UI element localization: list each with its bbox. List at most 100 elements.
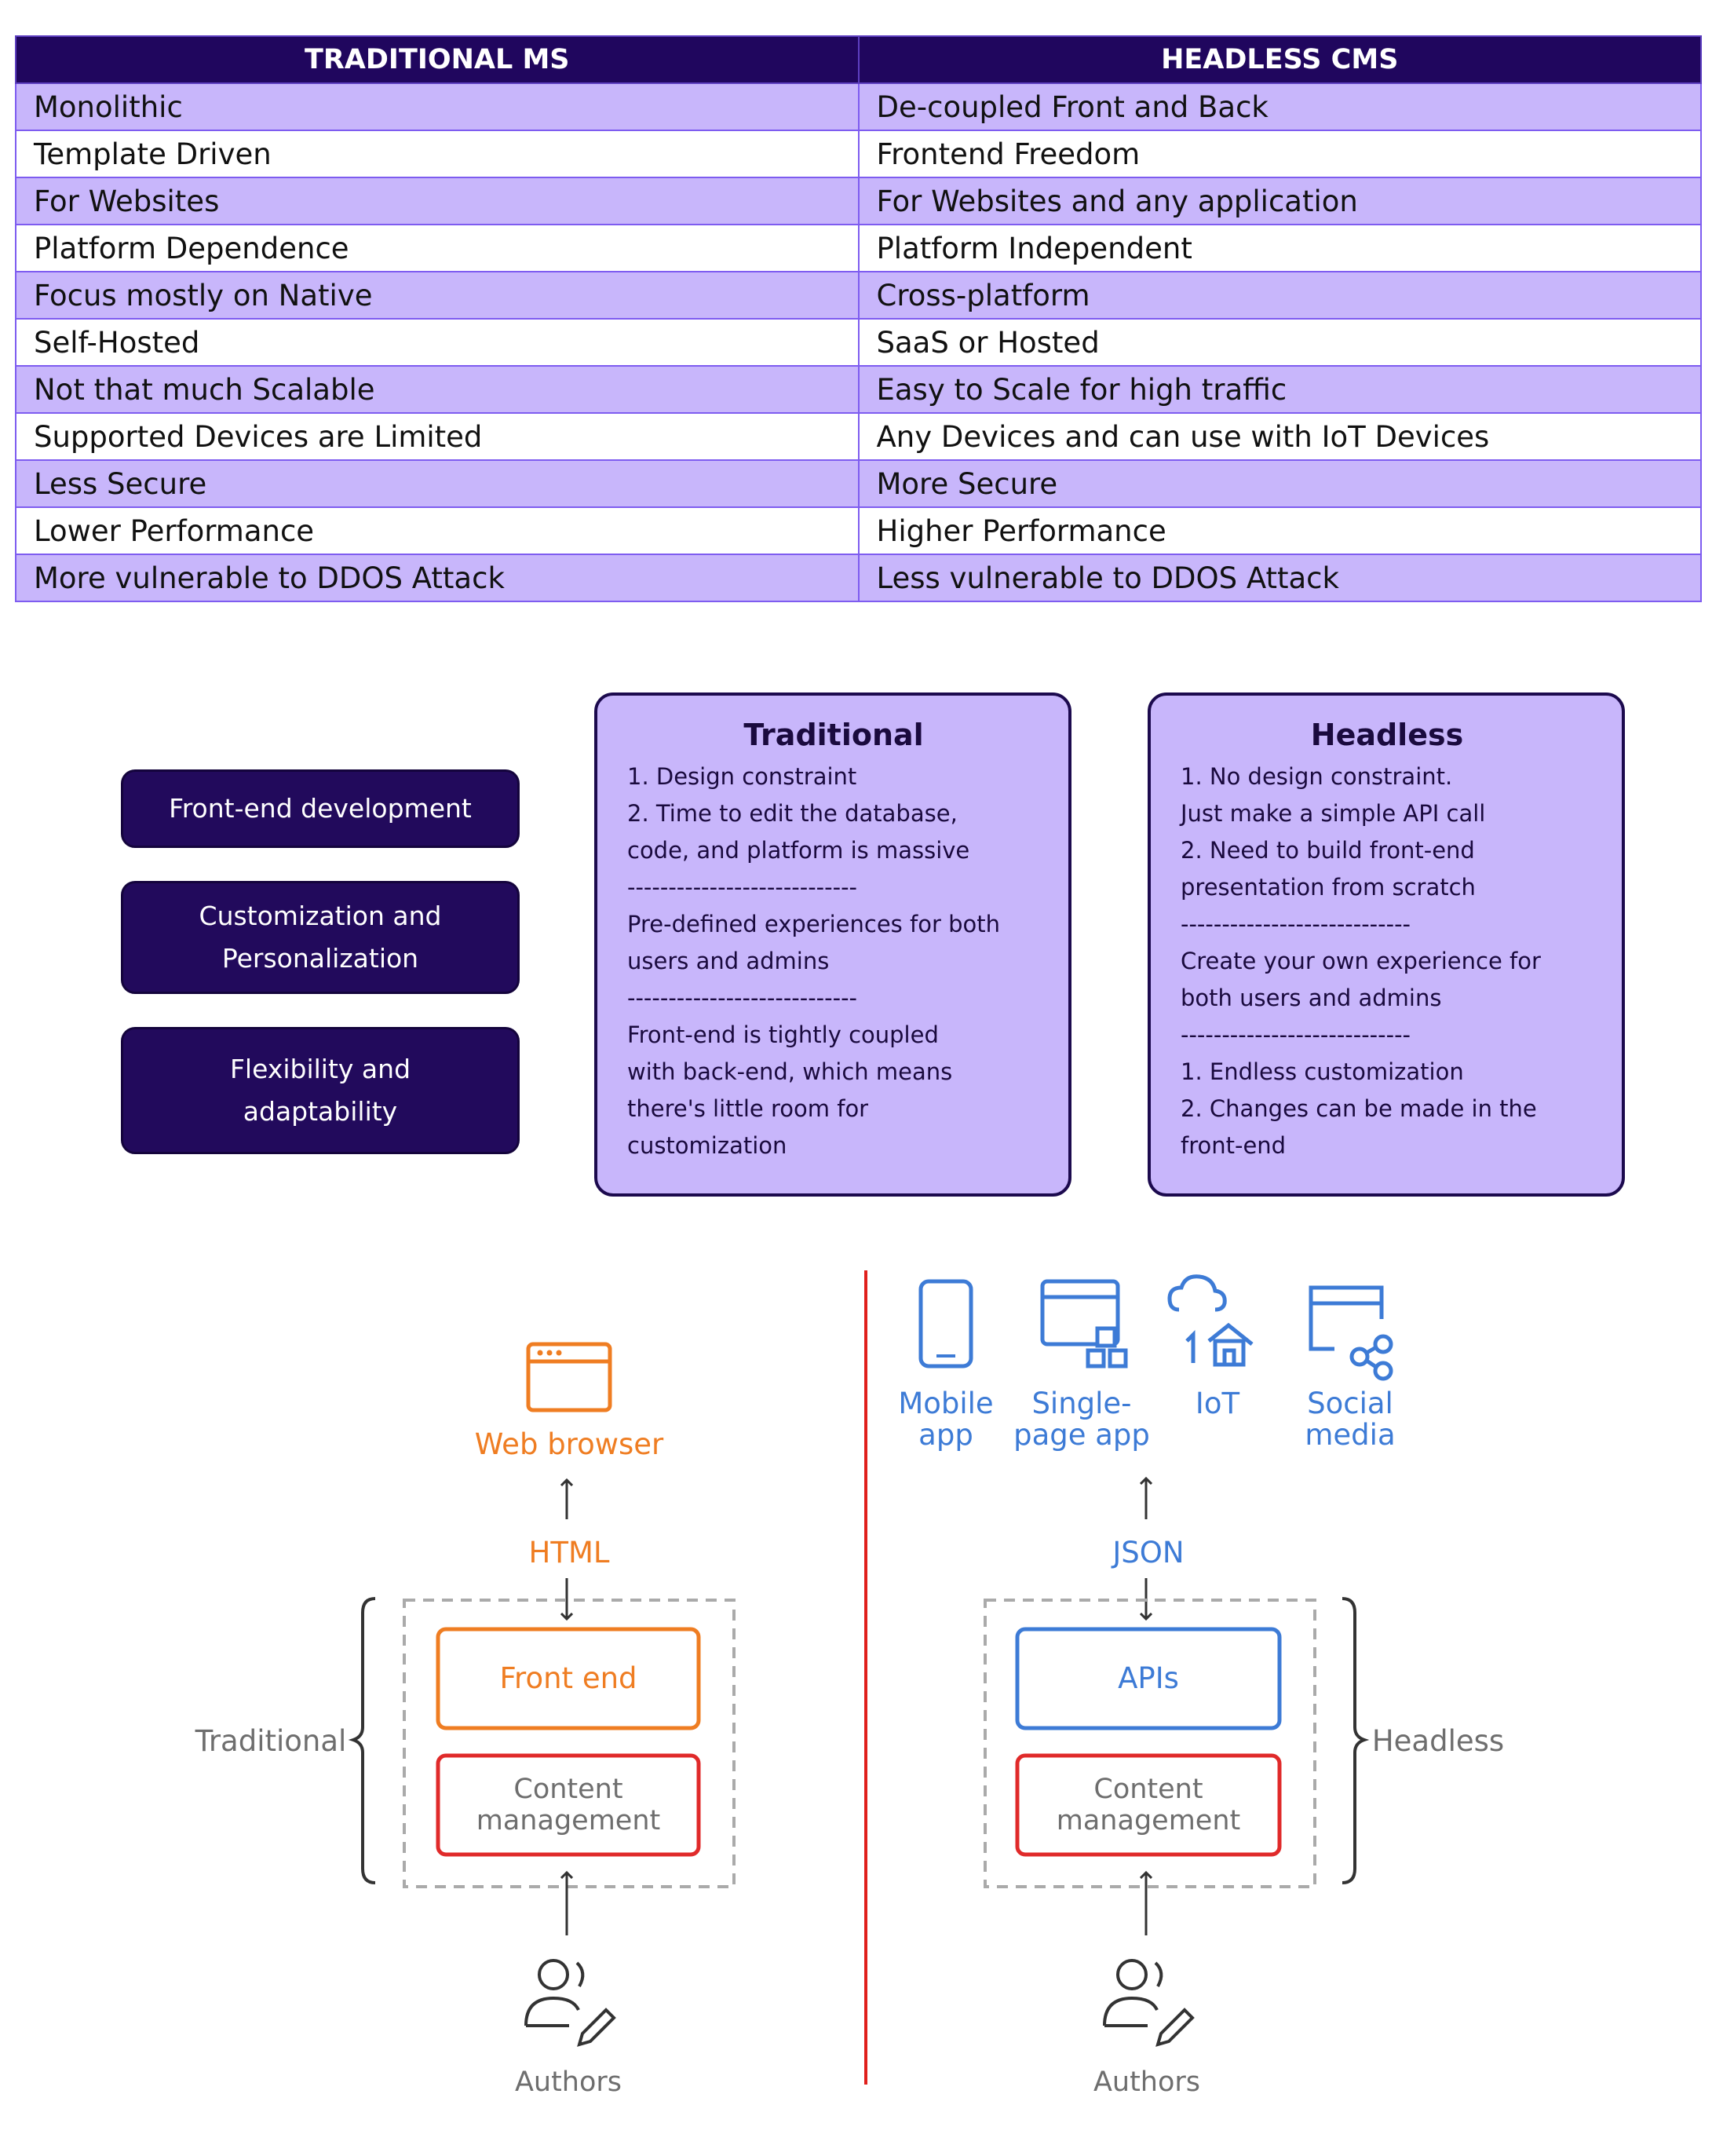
card-title: Traditional bbox=[743, 718, 924, 752]
content-management-label: management bbox=[476, 1805, 660, 1836]
authors-label: Authors bbox=[515, 2066, 622, 2098]
card-line: presentation from scratch bbox=[1181, 874, 1476, 901]
aspect-customization: Customization and Personalization bbox=[121, 881, 520, 994]
aspect-label: Front-end development bbox=[169, 793, 472, 824]
table-cell: For Websites bbox=[15, 177, 860, 225]
card-divider: ---------------------------- bbox=[627, 874, 858, 901]
table-cell: More Secure bbox=[857, 459, 1702, 508]
headless-system-boundary bbox=[984, 1599, 1316, 1888]
table-cell: Easy to Scale for high traffic bbox=[857, 365, 1702, 414]
web-browser-label: Web browser bbox=[475, 1427, 664, 1461]
card-title: Headless bbox=[1310, 718, 1464, 752]
card-line: front-end bbox=[1181, 1132, 1287, 1159]
architecture-diagram: Web browser HTML Front end Content manag… bbox=[195, 1270, 1504, 2098]
card-line: both users and admins bbox=[1181, 985, 1442, 1011]
table-header-row: TRADITIONAL MS HEADLESS CMS bbox=[15, 35, 1702, 84]
card-divider: ---------------------------- bbox=[627, 985, 858, 1011]
channel-label: Social bbox=[1307, 1387, 1393, 1420]
apis-label: APIs bbox=[1118, 1661, 1179, 1695]
social-share-icon bbox=[1309, 1285, 1393, 1381]
card-line: 2. Need to build front-end bbox=[1181, 837, 1475, 864]
table-cell: Less vulnerable to DDOS Attack bbox=[857, 554, 1702, 602]
table-cell: Platform Dependence bbox=[15, 224, 860, 272]
table-cell: For Websites and any application bbox=[857, 177, 1702, 225]
card-line: users and admins bbox=[627, 948, 830, 974]
front-end-box bbox=[436, 1627, 701, 1730]
html-label: HTML bbox=[529, 1536, 610, 1569]
table-cell: Self-Hosted bbox=[15, 318, 860, 367]
traditional-card: Traditional 1. Design constraint 2. Time… bbox=[594, 692, 1071, 1197]
table-cell: Higher Performance bbox=[857, 506, 1702, 555]
authors-label: Authors bbox=[1093, 2066, 1200, 2098]
aspect-label: Flexibility and bbox=[229, 1054, 411, 1084]
content-management-box bbox=[436, 1753, 701, 1857]
card-line: 1. Design constraint bbox=[627, 763, 857, 790]
right-brace bbox=[1342, 1597, 1370, 1884]
authors-icon bbox=[524, 1959, 616, 2047]
traditional-system-boundary bbox=[403, 1599, 736, 1888]
content-management-box bbox=[1015, 1753, 1282, 1857]
card-line: 2. Time to edit the database, bbox=[627, 800, 958, 827]
card-line: Create your own experience for bbox=[1181, 948, 1541, 974]
card-line: Front-end is tightly coupled bbox=[627, 1021, 939, 1048]
aspect-front-end-development: Front-end development bbox=[121, 769, 520, 848]
aspect-label: Personalization bbox=[221, 943, 419, 974]
json-label: JSON bbox=[1111, 1536, 1184, 1569]
column-header-traditional: TRADITIONAL MS bbox=[15, 35, 860, 84]
card-line: 1. No design constraint. bbox=[1181, 763, 1453, 790]
channel-label: Single- bbox=[1031, 1387, 1131, 1420]
authors-icon bbox=[1103, 1959, 1195, 2047]
channel-label: Mobile bbox=[898, 1387, 993, 1420]
card-line: 1. Endless customization bbox=[1181, 1058, 1464, 1085]
table-cell: Monolithic bbox=[15, 82, 860, 131]
card-line: code, and platform is massive bbox=[627, 837, 970, 864]
table-cell: Platform Independent bbox=[857, 224, 1702, 272]
headless-bracket-label: Headless bbox=[1372, 1724, 1504, 1758]
content-management-label: management bbox=[1057, 1805, 1240, 1836]
card-divider: ---------------------------- bbox=[1181, 1021, 1411, 1048]
front-end-label: Front end bbox=[499, 1661, 637, 1695]
table-cell: Supported Devices are Limited bbox=[15, 412, 860, 461]
table-cell: Focus mostly on Native bbox=[15, 271, 860, 320]
mobile-phone-icon bbox=[918, 1279, 973, 1369]
table-cell: Template Driven bbox=[15, 130, 860, 178]
card-divider: ---------------------------- bbox=[1181, 911, 1411, 937]
aspect-flexibility: Flexibility and adaptability bbox=[121, 1027, 520, 1154]
card-line: Just make a simple API call bbox=[1181, 800, 1486, 827]
content-management-label: Content bbox=[513, 1774, 622, 1805]
traditional-bracket-label: Traditional bbox=[195, 1724, 347, 1758]
single-page-app-icon bbox=[1040, 1279, 1128, 1369]
card-line: with back-end, which means bbox=[627, 1058, 953, 1085]
card-line: customization bbox=[627, 1132, 787, 1159]
table-cell: Less Secure bbox=[15, 459, 860, 508]
web-browser-icon bbox=[526, 1342, 612, 1412]
card-line: there's little room for bbox=[627, 1095, 869, 1122]
table-cell: Any Devices and can use with IoT Devices bbox=[857, 412, 1702, 461]
channel-label: app bbox=[918, 1418, 973, 1452]
card-line: Pre-defined experiences for both bbox=[627, 911, 1000, 937]
left-brace bbox=[348, 1597, 376, 1884]
apis-box bbox=[1015, 1627, 1282, 1730]
content-management-label: Content bbox=[1093, 1774, 1203, 1805]
channel-label: media bbox=[1305, 1418, 1395, 1452]
table-cell: Frontend Freedom bbox=[857, 130, 1702, 178]
table-cell: SaaS or Hosted bbox=[857, 318, 1702, 367]
iot-cloud-house-icon bbox=[1167, 1274, 1254, 1367]
card-line: 2. Changes can be made in the bbox=[1181, 1095, 1537, 1122]
table-cell: More vulnerable to DDOS Attack bbox=[15, 554, 860, 602]
aspect-label: adaptability bbox=[243, 1096, 398, 1127]
headless-card: Headless 1. No design constraint. Just m… bbox=[1148, 692, 1625, 1197]
table-cell: Lower Performance bbox=[15, 506, 860, 555]
